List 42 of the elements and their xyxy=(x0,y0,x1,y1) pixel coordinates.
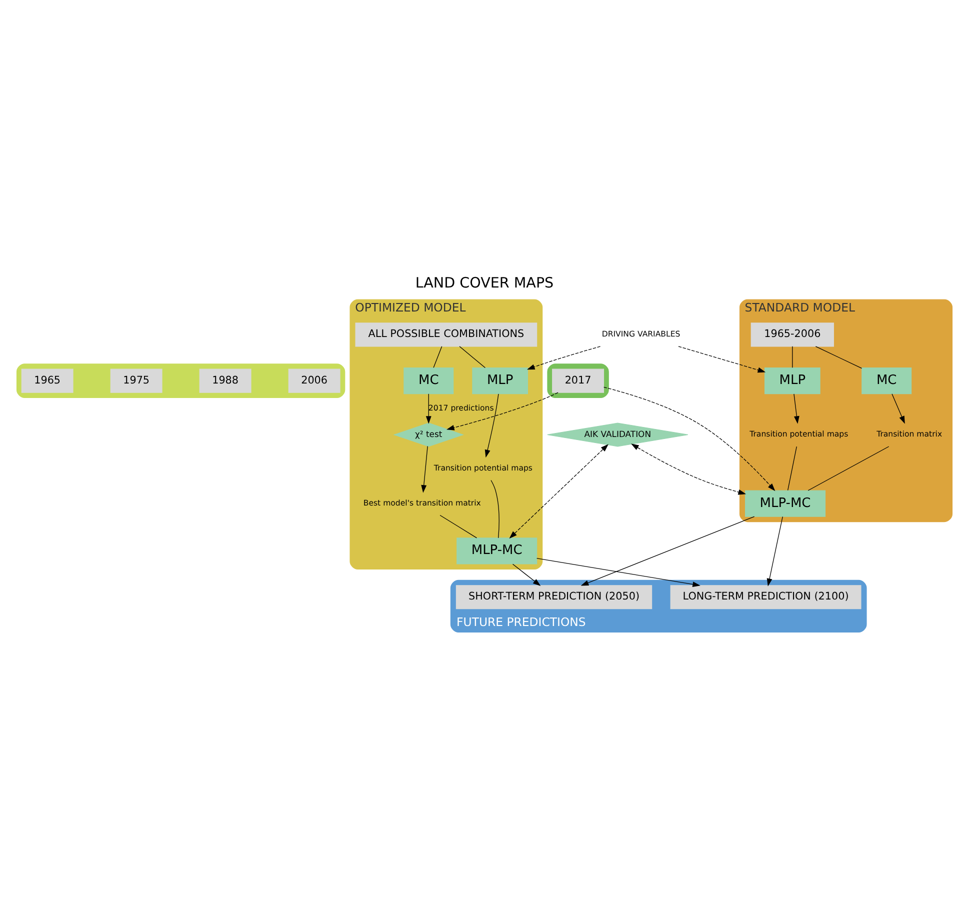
node-box: 2006 xyxy=(288,368,340,393)
node-box: MC xyxy=(861,367,912,394)
connector xyxy=(458,346,486,368)
connector xyxy=(432,346,442,368)
connector xyxy=(807,446,889,491)
arrow xyxy=(446,392,558,430)
node-box: ALL POSSIBLE COMBINATIONS xyxy=(354,322,537,347)
arrow xyxy=(603,386,775,492)
arrow xyxy=(512,564,540,586)
node-box: MLP-MC xyxy=(744,490,826,517)
node-box: 1988 xyxy=(198,368,251,393)
node-box: MLP xyxy=(472,367,528,394)
connector xyxy=(439,514,477,538)
arrow xyxy=(484,394,498,458)
node-box: MLP xyxy=(764,367,820,394)
arrow xyxy=(526,346,600,370)
node-box: MC xyxy=(403,367,454,394)
cluster xyxy=(16,364,345,398)
arrow xyxy=(766,516,782,586)
cluster xyxy=(546,364,608,398)
node-diamond: χ² test xyxy=(392,422,464,447)
diagram-title: LAND COVER MAPS xyxy=(414,276,554,292)
connector xyxy=(786,446,796,491)
arrow xyxy=(891,394,904,424)
node-box: 1975 xyxy=(110,368,162,393)
node-box: 1965 xyxy=(20,368,73,393)
arrow xyxy=(630,444,746,495)
arrow xyxy=(425,394,431,424)
arrow xyxy=(536,558,700,587)
arrow xyxy=(580,516,754,586)
node-box: 2017 xyxy=(552,368,604,393)
arrow xyxy=(508,444,608,539)
node-box: LONG-TERM PREDICTION (2100) xyxy=(670,585,861,610)
node-box: SHORT-TERM PREDICTION (2050) xyxy=(455,585,652,610)
node-box: 1965-2006 xyxy=(750,322,834,347)
node-box: MLP-MC xyxy=(456,538,537,564)
arrow xyxy=(420,446,428,493)
connector xyxy=(814,346,862,369)
arrow xyxy=(793,394,799,424)
arrow xyxy=(678,346,766,373)
node-diamond: AIK VALIDATION xyxy=(546,422,688,447)
connector xyxy=(490,480,499,538)
